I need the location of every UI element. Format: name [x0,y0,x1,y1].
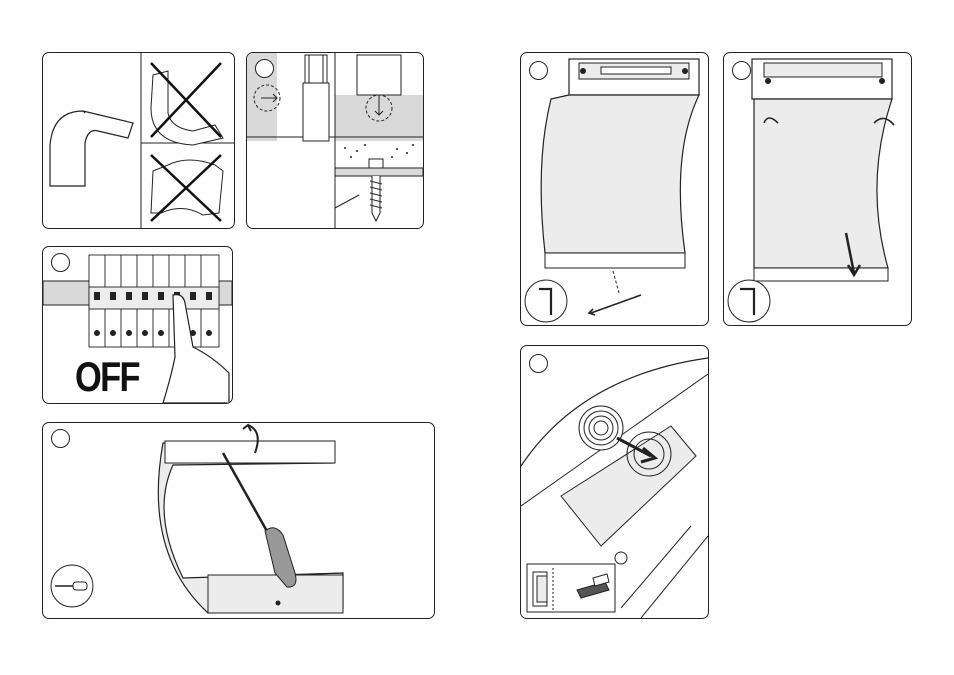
wrong-shape-bottom [151,155,223,221]
mounting-illustration [247,53,423,228]
step-number [732,61,751,80]
screwdriver-icon [223,453,296,587]
rotate-arrow-icon [591,295,641,313]
screw-icon [369,159,383,221]
panel-unscrew-bottom [520,52,709,326]
panel-open-cover [42,422,435,619]
panel-remove-front [723,52,912,326]
remove-front-illustration [724,53,911,325]
panel-shape-comparison [42,52,235,229]
step-number [529,61,548,80]
step-number [255,59,274,78]
shape-comparison-illustration [43,53,234,228]
unscrew-illustration [521,53,708,325]
step-number [529,354,548,373]
panel-power-off: OFF [42,246,233,404]
wrong-shape-top [151,63,223,145]
off-label: OFF [75,353,139,401]
panel-mounting-surface [246,52,424,229]
cable-gland-illustration [521,346,708,618]
step-number [51,253,70,272]
grommet-icon [579,406,623,450]
step-number [51,429,70,448]
panel-cable-gland [520,345,709,619]
open-cover-illustration [43,423,434,618]
